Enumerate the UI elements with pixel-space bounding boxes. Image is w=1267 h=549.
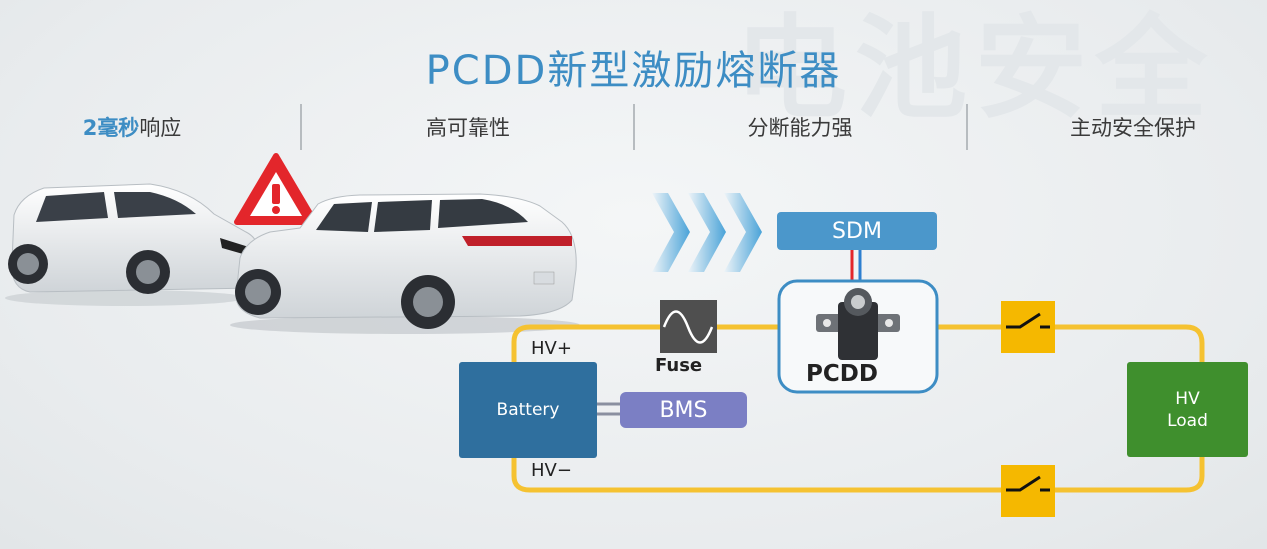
switch-icon [1001,301,1055,353]
battery-box: Battery [459,362,597,458]
hv-load-line2: Load [1167,410,1208,431]
feature-divider [966,104,968,150]
warning-triangle-icon [234,153,318,225]
sine-wave-icon [660,300,717,353]
switch-icon [1001,465,1055,517]
bms-box: BMS [620,392,747,428]
feature-response-time: 2毫秒响应 [0,112,282,142]
page-title: PCDD新型激励熔断器 [425,48,842,94]
fuse-label: Fuse [655,355,703,376]
feature-divider [633,104,635,150]
watermark-text: 电池安全 [735,4,1215,134]
feature-unit: 毫秒 [97,116,140,140]
hv-plus-label: HV+ [531,338,572,359]
feature-active-protection: 主动安全保护 [1070,116,1196,140]
sdm-box: SDM [777,212,937,250]
hv-load-box: HV Load [1127,362,1248,457]
chevron-arrow-icon [652,193,762,272]
feature-breaking-capacity: 分断能力强 [747,116,853,140]
pcdd-label: PCDD [806,361,878,387]
hv-minus-label: HV− [531,460,572,481]
car-rear-icon [5,183,261,306]
car-front-icon [230,193,580,334]
feature-text: 响应 [139,116,182,140]
feature-divider [300,104,302,150]
feature-reliability: 高可靠性 [426,116,510,140]
feature-number: 2 [82,116,98,140]
hv-load-line1: HV [1175,388,1200,409]
pcdd-device-icon [816,288,900,360]
